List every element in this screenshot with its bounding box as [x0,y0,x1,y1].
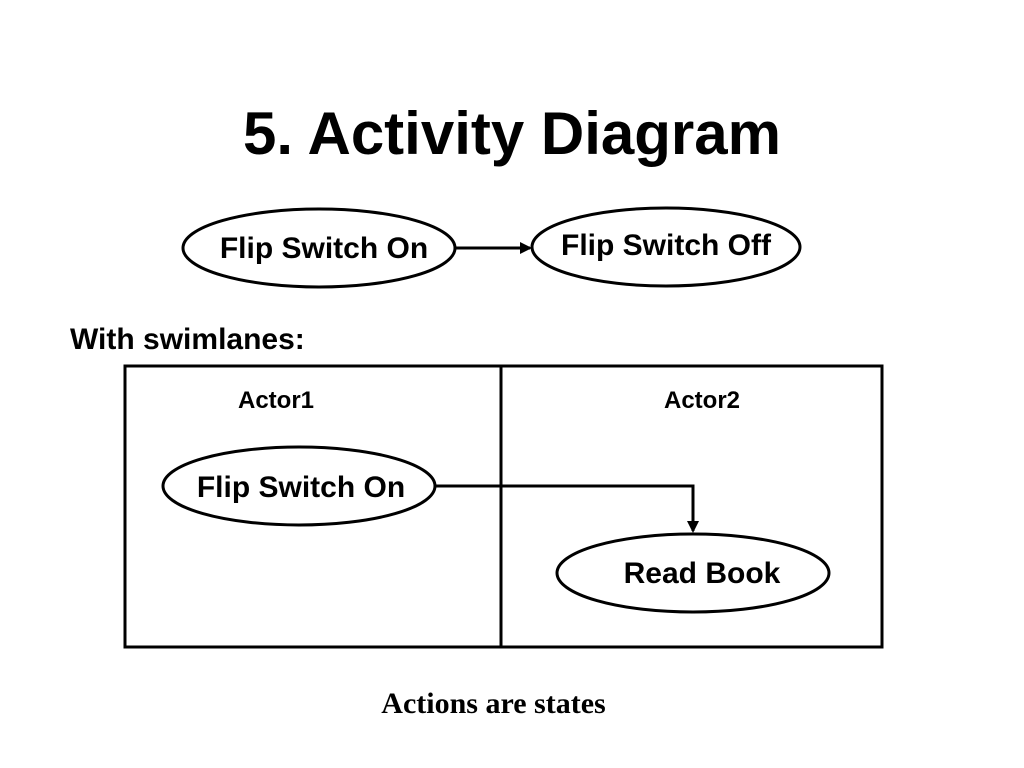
swimlane-frame [123,364,884,649]
lane-label-actor2: Actor2 [664,387,740,414]
action-node-flip-switch-off [530,206,802,288]
action-label-flip-switch-off: Flip Switch Off [561,229,772,262]
lane-label-actor1: Actor1 [238,387,314,414]
lane-transition-arrow [436,484,699,533]
action-node-flip-switch-on-lane [161,445,437,527]
action-label-read-book: Read Book [624,557,781,590]
action-label-flip-switch-on: Flip Switch On [220,232,428,265]
simple-flow: Flip Switch On Flip Switch Off [181,206,802,289]
action-label-flip-switch-on-lane: Flip Switch On [197,471,405,504]
action-node-flip-switch-on [181,207,457,289]
slide-caption: Actions are states [381,687,606,720]
action-node-read-book [555,532,831,614]
swimlane-diagram: Actor1 Actor2 Flip Switch On Read Book [123,364,884,649]
slide-title: 5. Activity Diagram [243,100,781,167]
swimlanes-subtitle: With swimlanes: [70,323,305,356]
